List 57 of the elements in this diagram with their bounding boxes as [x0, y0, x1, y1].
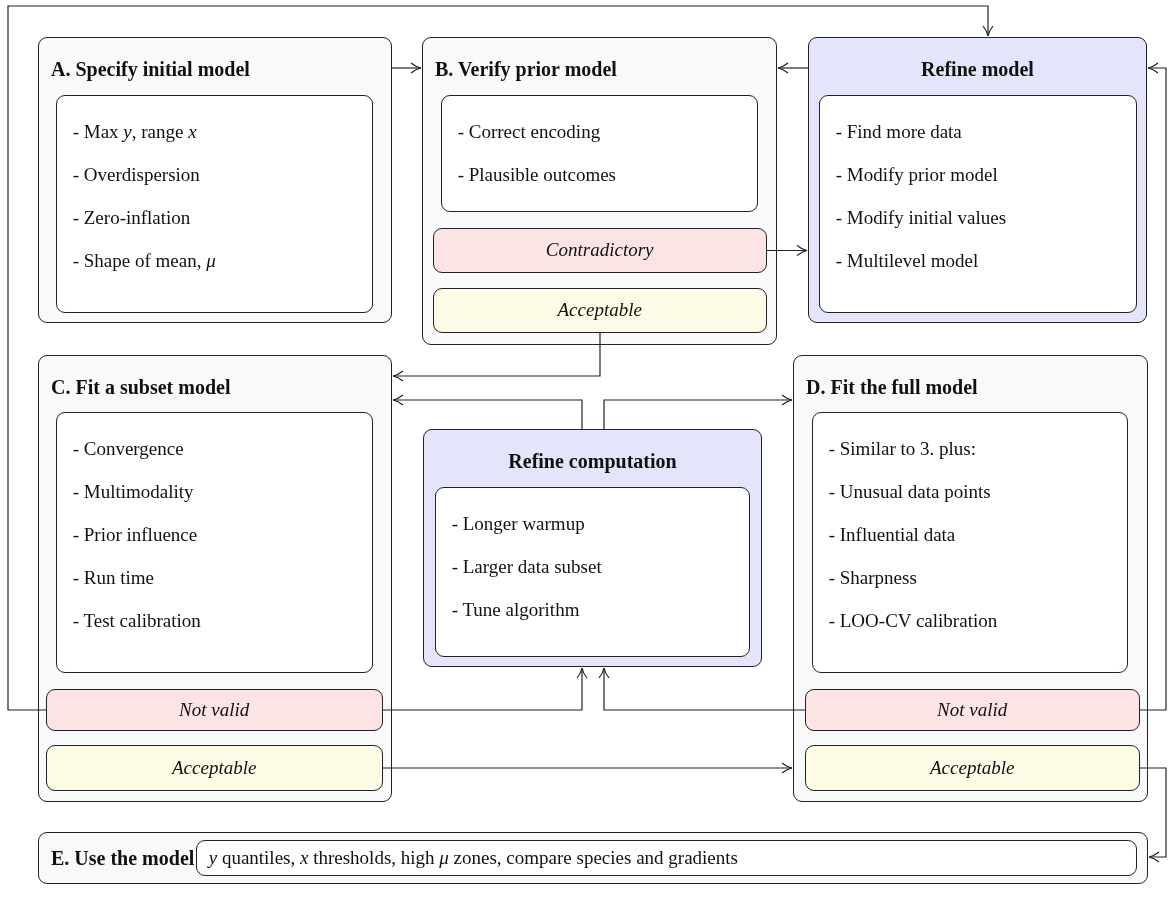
list-item: - Correct encoding — [456, 119, 602, 144]
checklist-box — [55, 411, 373, 673]
checklist-box — [55, 94, 373, 313]
list-item: - Convergence — [71, 436, 185, 461]
list-item: - Max y, range x — [71, 119, 198, 144]
list-item: - Plausible outcomes — [456, 162, 617, 187]
list-item: - Test calibration — [71, 608, 202, 633]
process-box — [38, 355, 392, 802]
process-box — [38, 37, 392, 323]
box-heading: E. Use the model — [51, 846, 195, 871]
process-box — [38, 832, 1148, 884]
outcome-label: Acceptable — [928, 755, 1016, 780]
box-heading: D. Fit the full model — [806, 375, 978, 400]
list-item: - Shape of mean, μ — [71, 248, 217, 273]
outcome-box — [45, 744, 383, 791]
outcome-box — [432, 227, 767, 273]
box-heading: Refine model — [920, 57, 1035, 82]
list-item: - Modify initial values — [834, 205, 1008, 230]
list-item: - Longer warmup — [450, 511, 586, 536]
box-heading: B. Verify prior model — [435, 57, 617, 82]
list-item: - Overdispersion — [71, 162, 201, 187]
list-item: - Larger data subset — [450, 554, 603, 579]
checklist-box — [434, 486, 750, 657]
list-item: - Zero-inflation — [71, 205, 192, 230]
use-description: y quantiles, x thresholds, high μ zones, compare species and gradients — [206, 845, 739, 870]
process-box — [793, 355, 1148, 802]
list-item: - Find more data — [834, 119, 963, 144]
list-item: - Influential data — [827, 522, 957, 547]
outcome-label: Acceptable — [170, 755, 258, 780]
text-box — [195, 839, 1137, 876]
list-item: - Multimodality — [71, 479, 195, 504]
refine-box — [808, 37, 1147, 323]
list-item: - Multilevel model — [834, 248, 980, 273]
outcome-label: Acceptable — [555, 298, 643, 323]
list-item: - Run time — [71, 565, 155, 590]
box-heading: A. Specify initial model — [51, 57, 250, 82]
process-box — [422, 37, 777, 345]
list-item: - Unusual data points — [827, 479, 992, 504]
outcome-box — [45, 688, 383, 731]
outcome-label: Not valid — [936, 697, 1009, 722]
refine-box — [423, 429, 762, 667]
list-item: - Modify prior model — [834, 162, 999, 187]
outcome-label: Contradictory — [544, 238, 655, 263]
list-item: - Sharpness — [827, 565, 918, 590]
checklist-box — [818, 94, 1137, 313]
list-item: - LOO-CV calibration — [827, 608, 999, 633]
outcome-box — [432, 287, 767, 333]
list-item: - Similar to 3. plus: — [827, 436, 977, 461]
outcome-box — [804, 744, 1140, 791]
list-item: - Tune algorithm — [450, 597, 581, 622]
checklist-box — [811, 411, 1128, 673]
outcome-box — [804, 688, 1140, 731]
checklist-box — [440, 94, 758, 212]
box-heading: Refine computation — [507, 449, 678, 474]
box-heading: C. Fit a subset model — [51, 375, 231, 400]
outcome-label: Not valid — [178, 697, 251, 722]
list-item: - Prior influence — [71, 522, 199, 547]
